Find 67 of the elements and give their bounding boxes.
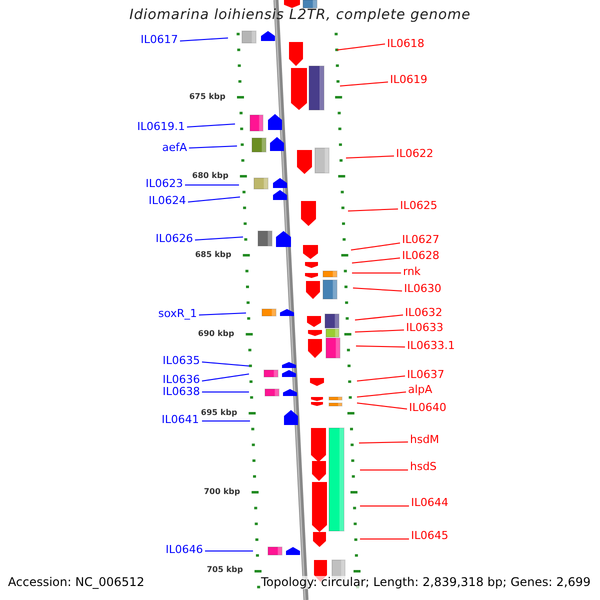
leader-line	[358, 442, 408, 444]
gene-label: IL0619	[390, 73, 428, 86]
gene-label: IL0617	[140, 33, 178, 46]
gene-label: IL0632	[405, 306, 442, 319]
gene-label: IL0626	[156, 232, 193, 245]
gene-label: IL0630	[404, 282, 442, 295]
gene-label: IL0645	[411, 529, 448, 542]
scale-label: 700 kbp	[204, 487, 240, 496]
leader-line	[184, 184, 240, 186]
leader-line	[354, 330, 404, 332]
gene-label: IL0625	[400, 199, 438, 212]
leader-line	[356, 392, 406, 398]
leader-line	[188, 146, 238, 148]
gene-label: IL0619.1	[137, 120, 185, 133]
leader-line	[356, 346, 406, 348]
leader-line	[336, 44, 386, 50]
gene-label: soxR_1	[158, 307, 197, 320]
gene-label: aefA	[162, 141, 187, 154]
leader-line	[202, 374, 250, 382]
leader-line	[198, 312, 246, 316]
leader-line	[350, 242, 400, 250]
leader-line	[352, 272, 402, 274]
leader-line	[356, 376, 406, 382]
leader-line	[202, 420, 250, 422]
gene-label: IL0623	[146, 177, 183, 190]
footer-note: Accession: NC_006512	[8, 576, 144, 589]
leader-line	[352, 288, 402, 292]
scale-label: 705 kbp	[206, 565, 243, 574]
leader-line	[346, 156, 394, 158]
gene-label: IL0637	[407, 368, 444, 381]
leader-line	[356, 402, 408, 410]
title: Idiomarina loihiensis L2TR, complete genome	[128, 9, 472, 22]
leader-line	[186, 124, 236, 128]
gene-label: IL0646	[166, 543, 203, 556]
gene-label: IL0627	[402, 233, 440, 246]
scale-label: 680 kbp	[192, 171, 228, 180]
gene-label: hsdM	[410, 433, 440, 446]
leader-line	[180, 38, 228, 42]
gene-label: IL0635	[162, 354, 200, 367]
leader-line	[188, 196, 240, 202]
leader-line	[194, 236, 244, 240]
scale-label: 675 kbp	[189, 92, 226, 101]
footer-note: Topology: circular; Length: 2,839,318 bp; Genes: 2,699	[261, 576, 591, 589]
leader-line	[204, 550, 254, 552]
leader-line	[354, 314, 404, 320]
leader-line	[348, 208, 398, 212]
gene-label: IL0641	[162, 413, 199, 426]
gene-label: IL0622	[396, 147, 434, 160]
gene-label: IL0638	[162, 385, 200, 398]
gene-label: IL0644	[411, 496, 448, 509]
gene-label: IL0633.1	[407, 339, 455, 352]
gene-label: alpA	[408, 383, 432, 396]
scale-label: 685 kbp	[195, 250, 232, 259]
leader-line	[202, 362, 250, 366]
gene-label: IL0628	[402, 249, 440, 262]
gene-label: IL0624	[148, 194, 186, 207]
leader-line	[340, 82, 388, 86]
gene-label: rnk	[403, 265, 421, 278]
gene-label: IL0636	[162, 373, 200, 386]
leader-line	[352, 258, 400, 264]
leader-line	[360, 538, 410, 540]
scale-label: 690 kbp	[198, 329, 234, 338]
gene-label: hsdS	[410, 460, 437, 473]
gene-label: IL0640	[409, 401, 446, 414]
scale-label: 695 kbp	[200, 408, 238, 417]
gene-label: IL0618	[387, 37, 424, 50]
gene-label: IL0633	[406, 321, 444, 334]
